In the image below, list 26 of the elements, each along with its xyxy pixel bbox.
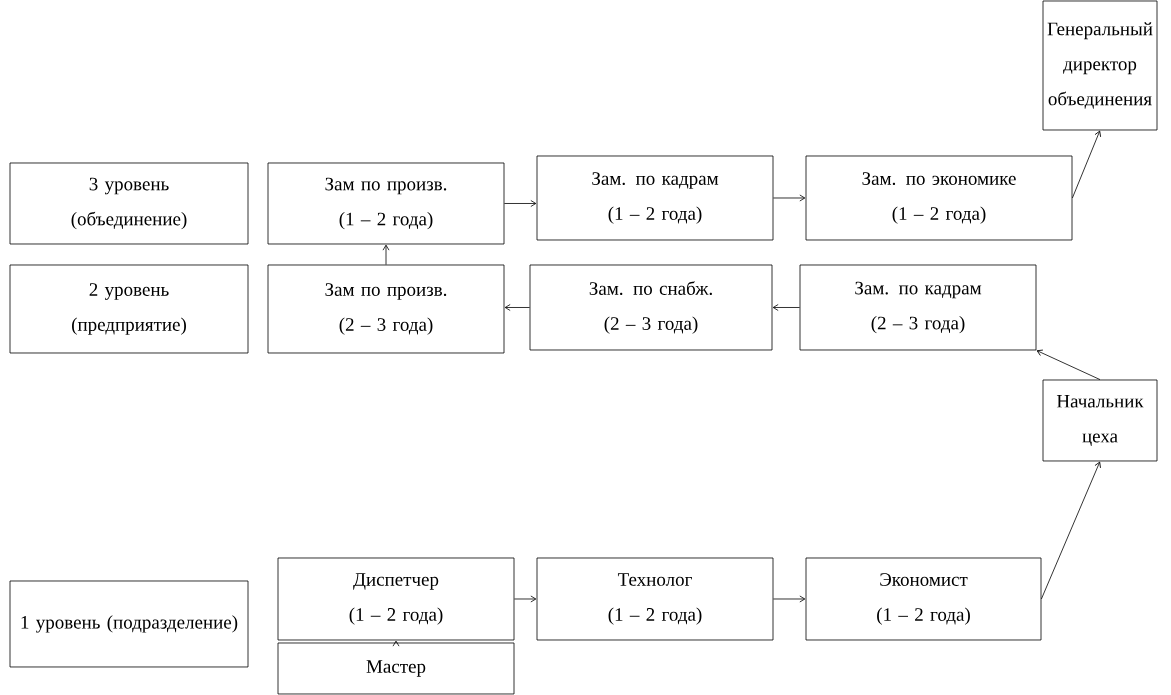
arrow (1041, 461, 1101, 600)
arrow (772, 304, 800, 311)
box: 2 уровень (предприятие) (9, 264, 249, 354)
box: Зам по произв. (2 – 3 года) (267, 264, 505, 354)
box: 1 уровень (подразделение) (9, 580, 249, 668)
box: Диспетчер (1 – 2 года) (277, 557, 515, 641)
arrow (382, 244, 390, 265)
arrow (773, 194, 806, 202)
box: Зам по произв. (1 – 2 года) (267, 162, 505, 245)
arrow (514, 595, 537, 603)
arrow (1072, 130, 1101, 199)
box: Мастер (277, 642, 515, 695)
arrow (504, 304, 530, 311)
arrow (773, 595, 806, 603)
box: Зам. по кадрам (1 – 2 года) (536, 155, 774, 241)
box: Зам. по снабж. (2 – 3 года) (529, 264, 773, 351)
box: Зам. по кадрам (2 – 3 года) (799, 264, 1037, 351)
box: Экономист (1 – 2 года) (805, 557, 1042, 641)
box: Начальник цеха (1042, 379, 1158, 462)
box: Генеральный директор объединения (1042, 0, 1158, 131)
box: Зам. по экономике (1 – 2 года) (805, 155, 1073, 241)
box: 3 уровень (объединение) (9, 162, 249, 245)
box: Технолог (1 – 2 года) (536, 557, 774, 641)
arrow (504, 200, 537, 207)
arrow (1036, 349, 1101, 380)
arrow (392, 640, 400, 647)
